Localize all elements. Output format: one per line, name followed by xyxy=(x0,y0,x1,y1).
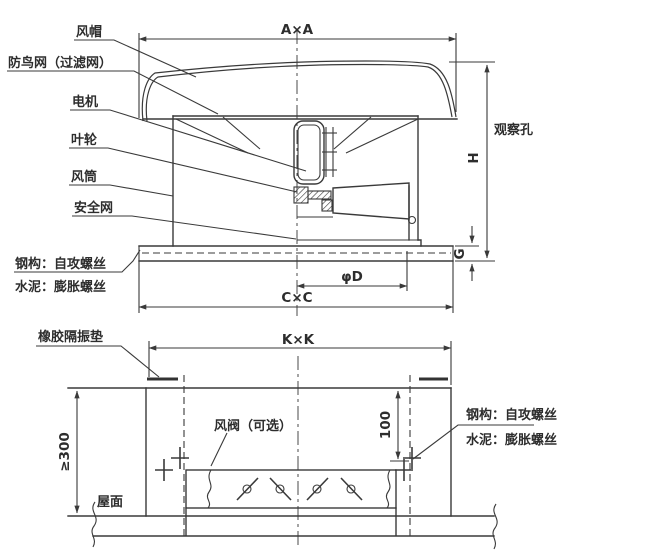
impeller-assembly xyxy=(293,182,417,225)
label-bird-net-text: 防鸟网（过滤网） xyxy=(8,55,112,71)
label-observation-hole: 观察孔 xyxy=(494,122,533,138)
anchor-note-bottom-line2: 水泥：膨胀螺丝 xyxy=(466,432,557,448)
dimension-curb-width: K×K xyxy=(148,332,452,385)
top-view: A×A xyxy=(7,22,533,316)
label-safety-net: 安全网 xyxy=(72,200,297,240)
label-safety-net-text: 安全网 xyxy=(74,200,113,216)
label-damper-text: 风阀（可选） xyxy=(214,418,292,434)
anchor-note-top-line2: 水泥：膨胀螺丝 xyxy=(15,279,106,295)
label-wind-tube: 风筒 xyxy=(69,169,174,197)
dim-label-100: 100 xyxy=(378,411,394,439)
anchor-note-top-line1: 钢构：自攻螺丝 xyxy=(15,256,106,272)
dim-label-kk: K×K xyxy=(282,332,315,348)
base-plate xyxy=(138,245,454,313)
dimension-damper-offset: 100 xyxy=(378,390,409,462)
label-roof-surface: 屋面 xyxy=(97,495,123,510)
label-rubber-pad: 橡胶隔振垫 xyxy=(36,329,160,378)
dim-label-300: ≥300 xyxy=(57,432,73,472)
dimension-top-width: A×A xyxy=(138,22,457,118)
label-impeller-text: 叶轮 xyxy=(71,132,97,148)
motor-assembly xyxy=(293,120,337,185)
label-anchor-note-top: 钢构：自攻螺丝 水泥：膨胀螺丝 xyxy=(14,249,141,295)
curb-structure xyxy=(67,375,452,540)
label-motor: 电机 xyxy=(70,94,307,172)
bottom-view: K×K 橡胶隔振垫 ≥300 xyxy=(36,329,557,550)
dim-label-h: H xyxy=(466,152,482,163)
label-impeller: 叶轮 xyxy=(69,132,298,193)
dim-label-phid: φD xyxy=(341,269,363,285)
housing xyxy=(172,115,419,247)
dimension-height: H xyxy=(449,61,495,262)
label-bird-net: 防鸟网（过滤网） xyxy=(7,55,219,115)
damper-assembly xyxy=(185,469,397,536)
label-motor-text: 电机 xyxy=(72,94,98,110)
dim-label-g: G xyxy=(452,248,468,259)
label-wind-cap: 风帽 xyxy=(74,24,197,78)
label-wind-tube-text: 风筒 xyxy=(71,169,97,185)
dimension-base-width: C×C xyxy=(138,290,454,310)
dimension-duct-diameter: φD xyxy=(296,251,408,291)
dim-label-axa: A×A xyxy=(281,22,314,38)
label-wind-cap-text: 风帽 xyxy=(76,24,102,40)
dimension-flange: G xyxy=(452,226,479,281)
anchor-note-bottom-line1: 钢构：自攻螺丝 xyxy=(466,407,557,423)
dim-label-cc: C×C xyxy=(281,290,312,306)
label-anchor-note-bottom: 钢构：自攻螺丝 水泥：膨胀螺丝 xyxy=(412,407,557,460)
label-damper: 风阀（可选） xyxy=(210,418,292,467)
dimension-curb-height: ≥300 xyxy=(57,390,80,514)
label-rubber-pad-text: 橡胶隔振垫 xyxy=(38,329,103,345)
anchor-screws xyxy=(155,447,421,481)
roof-slab xyxy=(67,501,498,550)
safety-net-line xyxy=(297,239,422,247)
wind-cap xyxy=(141,60,458,122)
